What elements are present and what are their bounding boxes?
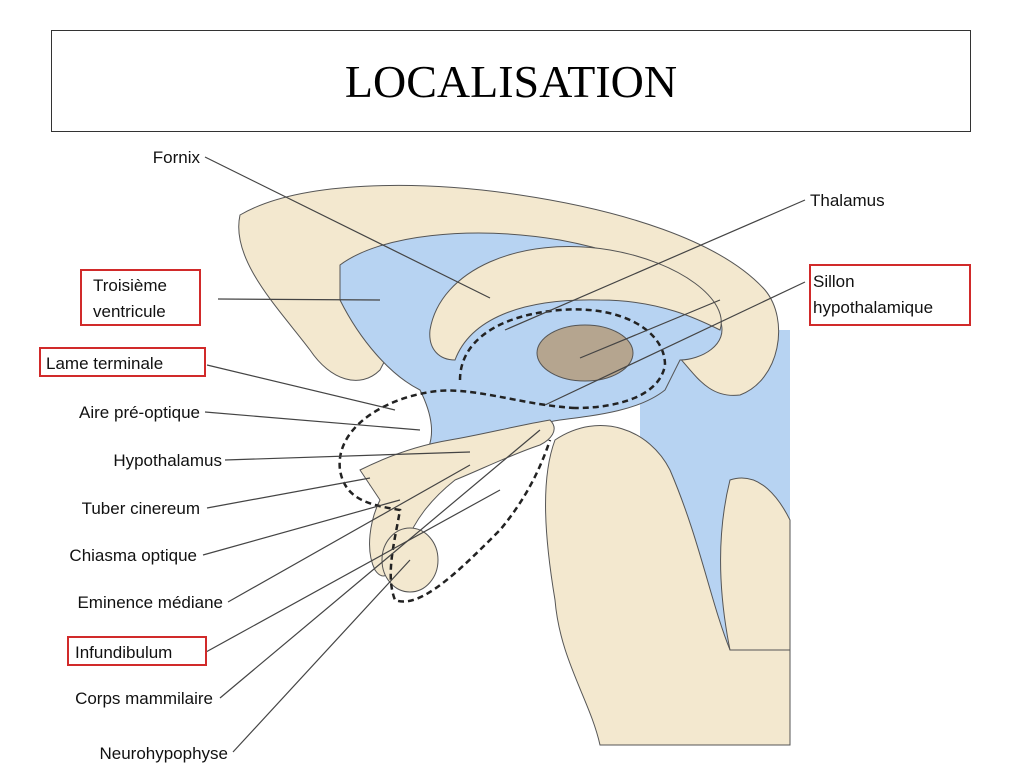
dashed-outline-lower [338,389,576,603]
leader-sillon [544,281,806,406]
label-neurohypophyse: Neurohypophyse [99,744,228,763]
leader-neuro [232,559,411,753]
box-infundibulum [67,636,207,666]
leader-infundibulum [205,489,501,653]
label-tuber-cinereum: Tuber cinereum [82,499,200,518]
label-sillon-1: Sillon [813,272,855,291]
dashed-outline-upper [458,308,667,410]
label-troisieme-2: ventricule [93,302,166,321]
leader-troisieme [217,298,381,301]
highlight-boxes [39,264,971,666]
box-troisieme [80,269,201,326]
fornix-region [429,246,722,361]
leader-thalamus [504,199,806,331]
box-lame [39,347,206,377]
leader-thalamus-core [579,299,721,359]
leader-hypothalamus [224,451,471,461]
cerebellum-folds [720,477,791,651]
label-troisieme-1: Troisième [93,276,167,295]
hypothalamus-tissue [359,419,555,577]
leader-lines [202,156,806,753]
label-sillon-2: hypothalamique [813,298,933,317]
leader-aire [204,411,421,431]
label-corps-mammilaire: Corps mammilaire [75,689,213,708]
label-hypothalamus: Hypothalamus [113,451,222,470]
label-lame-terminale: Lame terminale [46,354,163,373]
title-box: LOCALISATION [51,30,971,132]
leader-lame [206,364,396,411]
page-title: LOCALISATION [344,55,678,107]
label-infundibulum: Infundibulum [75,643,172,662]
label-eminence-mediane: Eminence médiane [77,593,223,612]
leader-chiasma [202,499,401,556]
label-chiasma-optique: Chiasma optique [69,546,197,565]
leader-corps [219,429,541,699]
leader-fornix [204,156,491,299]
leader-tuber [206,477,371,509]
thalamus-core [536,324,634,382]
label-thalamus: Thalamus [810,191,885,210]
leader-eminence [227,464,471,603]
label-fornix: Fornix [153,148,201,167]
box-sillon [809,264,971,326]
label-aire-pre-optique: Aire pré-optique [79,403,200,422]
